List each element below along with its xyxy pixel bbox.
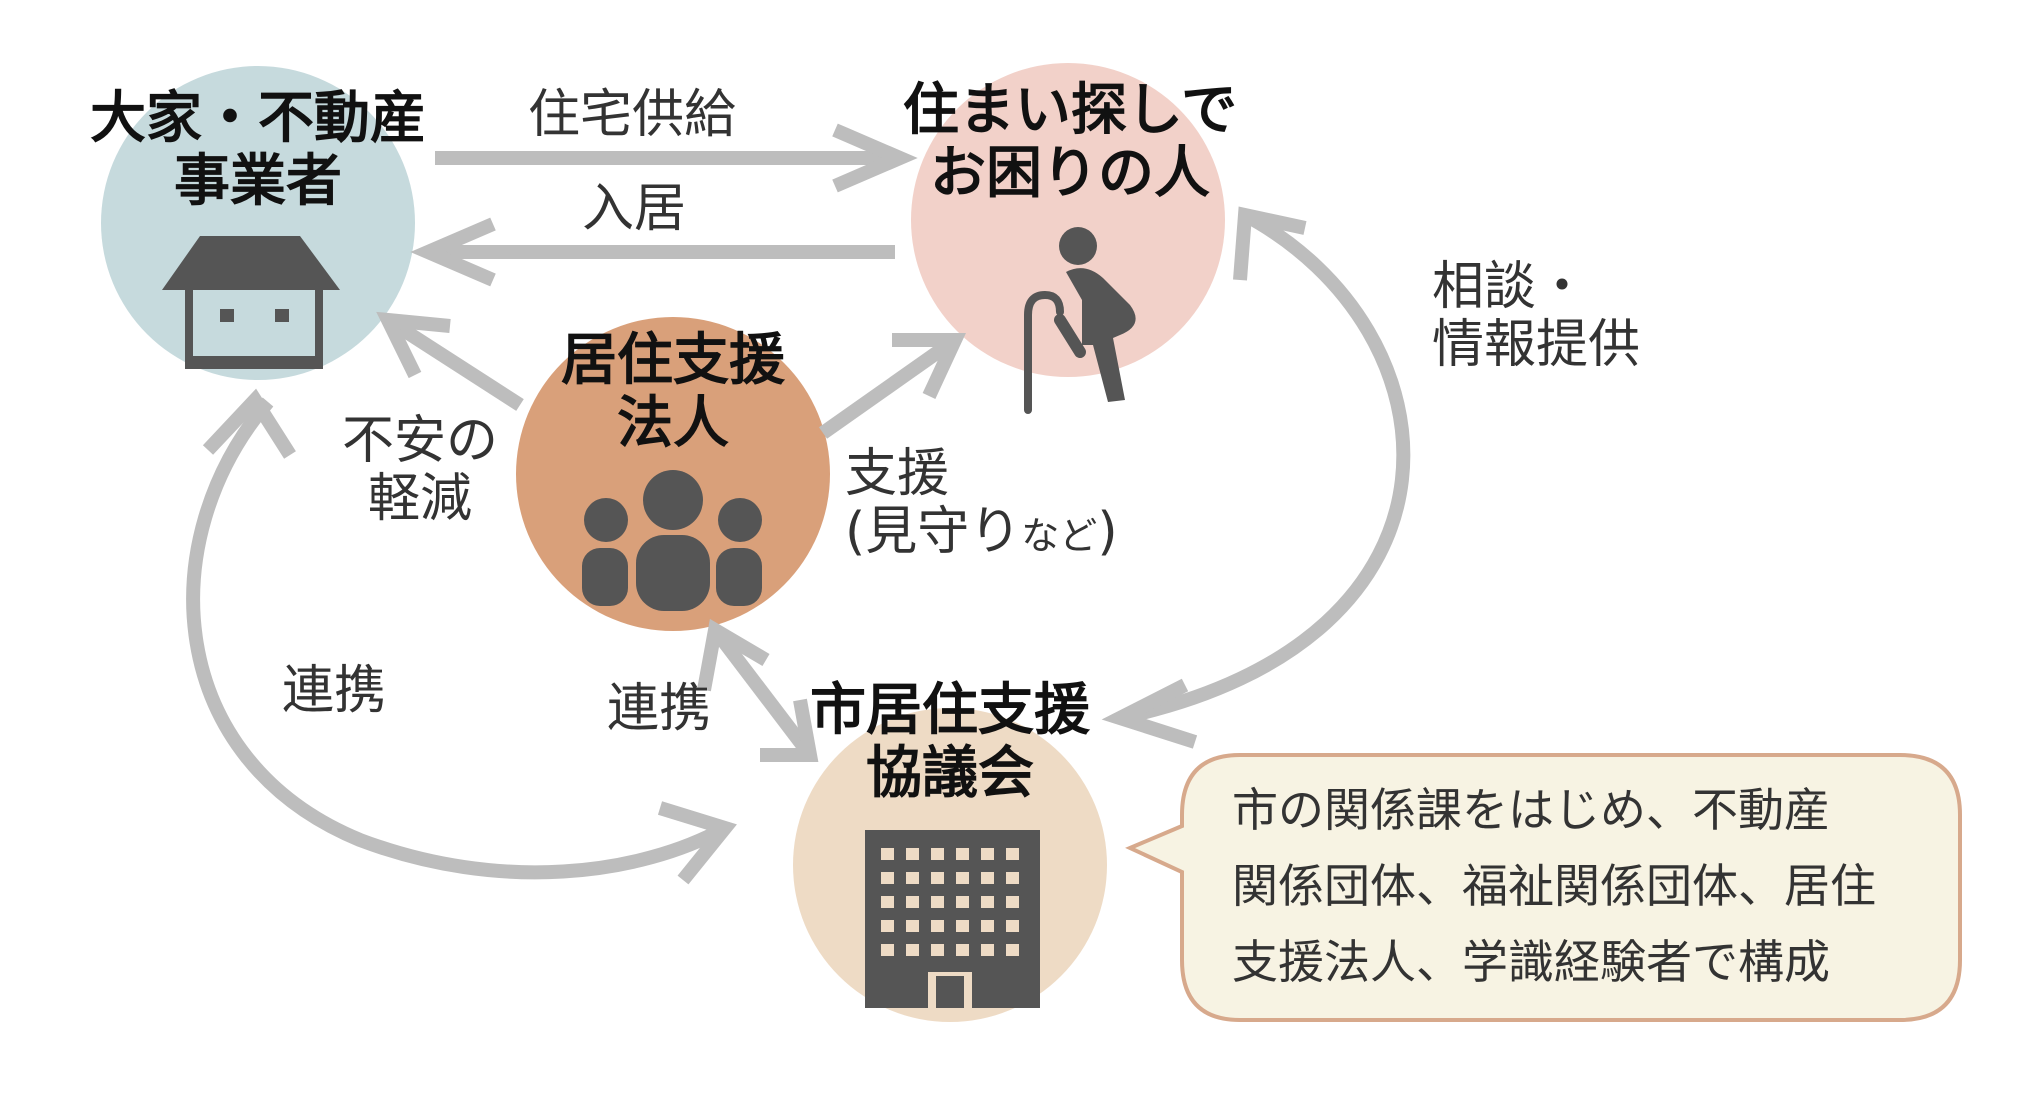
landlord-title-line1: 大家・不動産 [90, 86, 426, 151]
building-window [1006, 920, 1019, 932]
label-anxiety-line1: 不安の [341, 411, 498, 471]
council-title-line2: 協議会 [866, 740, 1034, 806]
label-support: 支援 (見守りなど) [845, 445, 1118, 561]
arrow-housing-supply-head [832, 123, 918, 193]
building-window [956, 944, 969, 956]
arrow-move-in-head [410, 217, 496, 287]
building-window [956, 872, 969, 884]
arrow-cooperation-left-head-bottom [657, 801, 737, 885]
callout-text: 市の関係課をはじめ、不動産 関係団体、福祉関係団体、居住 支援法人、学識経験者で… [1232, 772, 1932, 1000]
arrow-anxiety-relief-head [376, 311, 451, 379]
group-people-icon [582, 470, 762, 611]
arrow-support-head [892, 333, 966, 399]
label-cooperation-center: 連携 [607, 679, 712, 739]
council-title-line1: 市居住支援 [810, 678, 1090, 743]
support-corp-title: 居住支援 法人 [533, 328, 813, 456]
council-title: 市居住支援 協議会 [780, 678, 1120, 806]
building-window [931, 872, 944, 884]
label-support-line2-small: など [1021, 514, 1098, 559]
building-window [1006, 872, 1019, 884]
seeker-title-line1: 住まい探しで [902, 78, 1238, 143]
label-cooperation-left: 連携 [282, 661, 387, 721]
building-window [931, 848, 944, 860]
building-window [981, 920, 994, 932]
landlord-circle [101, 66, 415, 380]
seeker-title-line2: お困りの人 [930, 140, 1210, 206]
elderly-with-cane-icon [1024, 227, 1136, 414]
label-consult-line2: 情報提供 [1432, 315, 1641, 376]
arrow-cooperation-left-head-top [202, 388, 296, 459]
building-window [1006, 848, 1019, 860]
label-support-line1: 支援 [845, 444, 950, 504]
label-anxiety-relief: 不安の 軽減 [330, 412, 510, 528]
house-icon [162, 236, 340, 369]
label-support-line2-end: ) [1097, 502, 1118, 563]
arrow-cooperation-left [186, 397, 729, 880]
landlord-title-line2: 事業者 [174, 148, 342, 214]
building-window [906, 896, 919, 908]
callout-line2: 関係団体、福祉関係団体、居住 [1232, 859, 1876, 913]
label-housing-supply: 住宅供給 [528, 85, 737, 145]
label-anxiety-line2: 軽減 [367, 469, 472, 530]
seeker-circle [911, 63, 1225, 377]
building-window [1006, 896, 1019, 908]
callout-bubble [1125, 753, 1962, 1022]
building-window [1006, 944, 1019, 956]
building-window [881, 848, 894, 860]
building-window [931, 944, 944, 956]
arrow-anxiety-relief [384, 314, 524, 411]
building-window [881, 872, 894, 884]
landlord-title: 大家・不動産 事業者 [78, 86, 438, 214]
seeker-title: 住まい探しで お困りの人 [900, 78, 1240, 206]
arrow-consultation [1118, 208, 1411, 725]
building-window [906, 920, 919, 932]
building-window [981, 848, 994, 860]
building-window [981, 896, 994, 908]
label-move-in: 入居 [582, 179, 687, 239]
office-building-icon [865, 830, 1040, 1008]
building-window [906, 872, 919, 884]
building-window [981, 872, 994, 884]
building-window [956, 920, 969, 932]
arrow-consultation-head-bottom [1101, 678, 1198, 749]
support-corp-title-line2: 法人 [617, 390, 729, 456]
arrow-consultation-head-top [1233, 206, 1307, 281]
label-consult-line1: 相談・ [1432, 257, 1589, 317]
callout-line1: 市の関係課をはじめ、不動産 [1232, 783, 1830, 837]
support-corp-title-line1: 居住支援 [561, 328, 785, 393]
arrow-cooperation-center [709, 625, 816, 760]
building-window [881, 896, 894, 908]
building-window [931, 920, 944, 932]
building-window [881, 920, 894, 932]
building-window [981, 944, 994, 956]
callout-line3: 支援法人、学識経験者で構成 [1232, 935, 1830, 989]
arrow-cooperation-center-head-bottom [760, 698, 819, 762]
arrow-cooperation-center-head-top [697, 618, 770, 692]
building-window [956, 896, 969, 908]
building-window [881, 944, 894, 956]
building-window [956, 848, 969, 860]
label-support-line2-main: (見守り [845, 502, 1022, 563]
arrow-support [818, 334, 960, 439]
building-window [906, 944, 919, 956]
building-window [931, 896, 944, 908]
building-window [906, 848, 919, 860]
label-consultation: 相談・ 情報提供 [1432, 258, 1640, 374]
